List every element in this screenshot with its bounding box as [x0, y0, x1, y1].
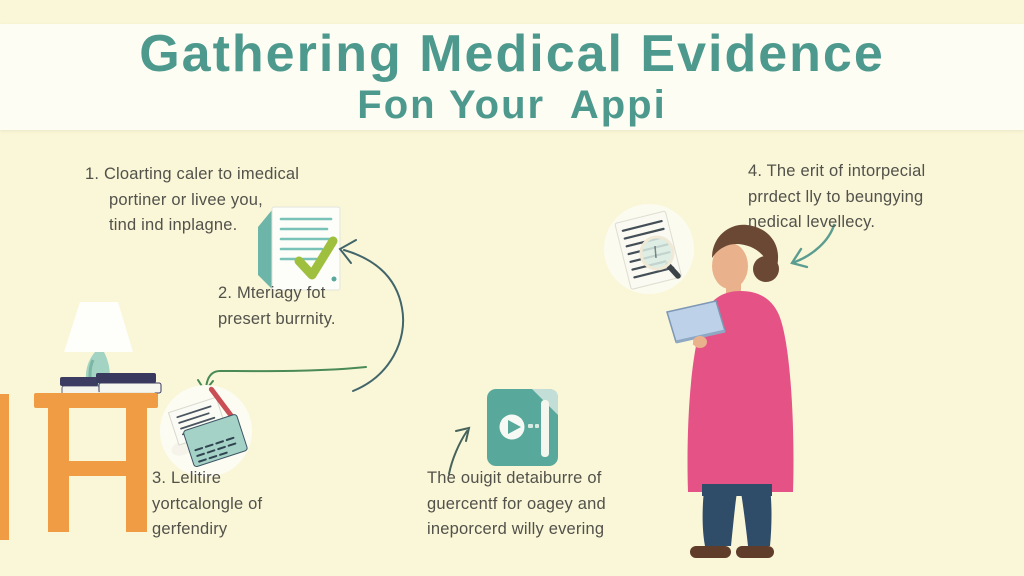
document-check-icon: [258, 206, 341, 291]
table-leg-edge: [0, 394, 9, 540]
page-title: Gathering Medical Evidence: [139, 25, 885, 83]
step-4-text: 4. The erit of intorpecial prrdect lly t…: [748, 162, 926, 231]
notepad-pen-icon: [160, 385, 252, 477]
caption-text: The ouigit detaiburre of guercentf for o…: [427, 469, 606, 538]
step-3-text: 3. Lelitire yortcalongle of gerfendiry: [152, 469, 263, 538]
media-file-icon: [487, 389, 558, 466]
step-2-text: 2. Mteriagy fot presert burrnity.: [218, 284, 336, 328]
sweater: [687, 291, 794, 492]
pants: [702, 484, 772, 546]
arrow-to-file-icon: [448, 426, 471, 475]
side-table-lamp-illustration: [34, 302, 162, 532]
document-magnifier-icon: [604, 204, 694, 294]
face: [712, 243, 748, 289]
hair-bun: [753, 256, 779, 282]
arrow-to-woman: [790, 223, 836, 269]
step-1-text: 1. Cloarting caler to imedical portiner …: [85, 165, 300, 234]
title-band: Gathering Medical Evidence Fon Your Appi: [0, 24, 1024, 130]
shoes: [690, 546, 774, 558]
arrow-to-document-icon: [338, 239, 405, 392]
side-table: [34, 393, 158, 532]
page-subtitle: Fon Your Appi: [357, 83, 667, 127]
hand: [693, 336, 707, 348]
woman-with-tablet-illustration: [666, 224, 794, 558]
hair: [712, 224, 779, 272]
arrow-to-notepad-icon: [197, 366, 367, 393]
